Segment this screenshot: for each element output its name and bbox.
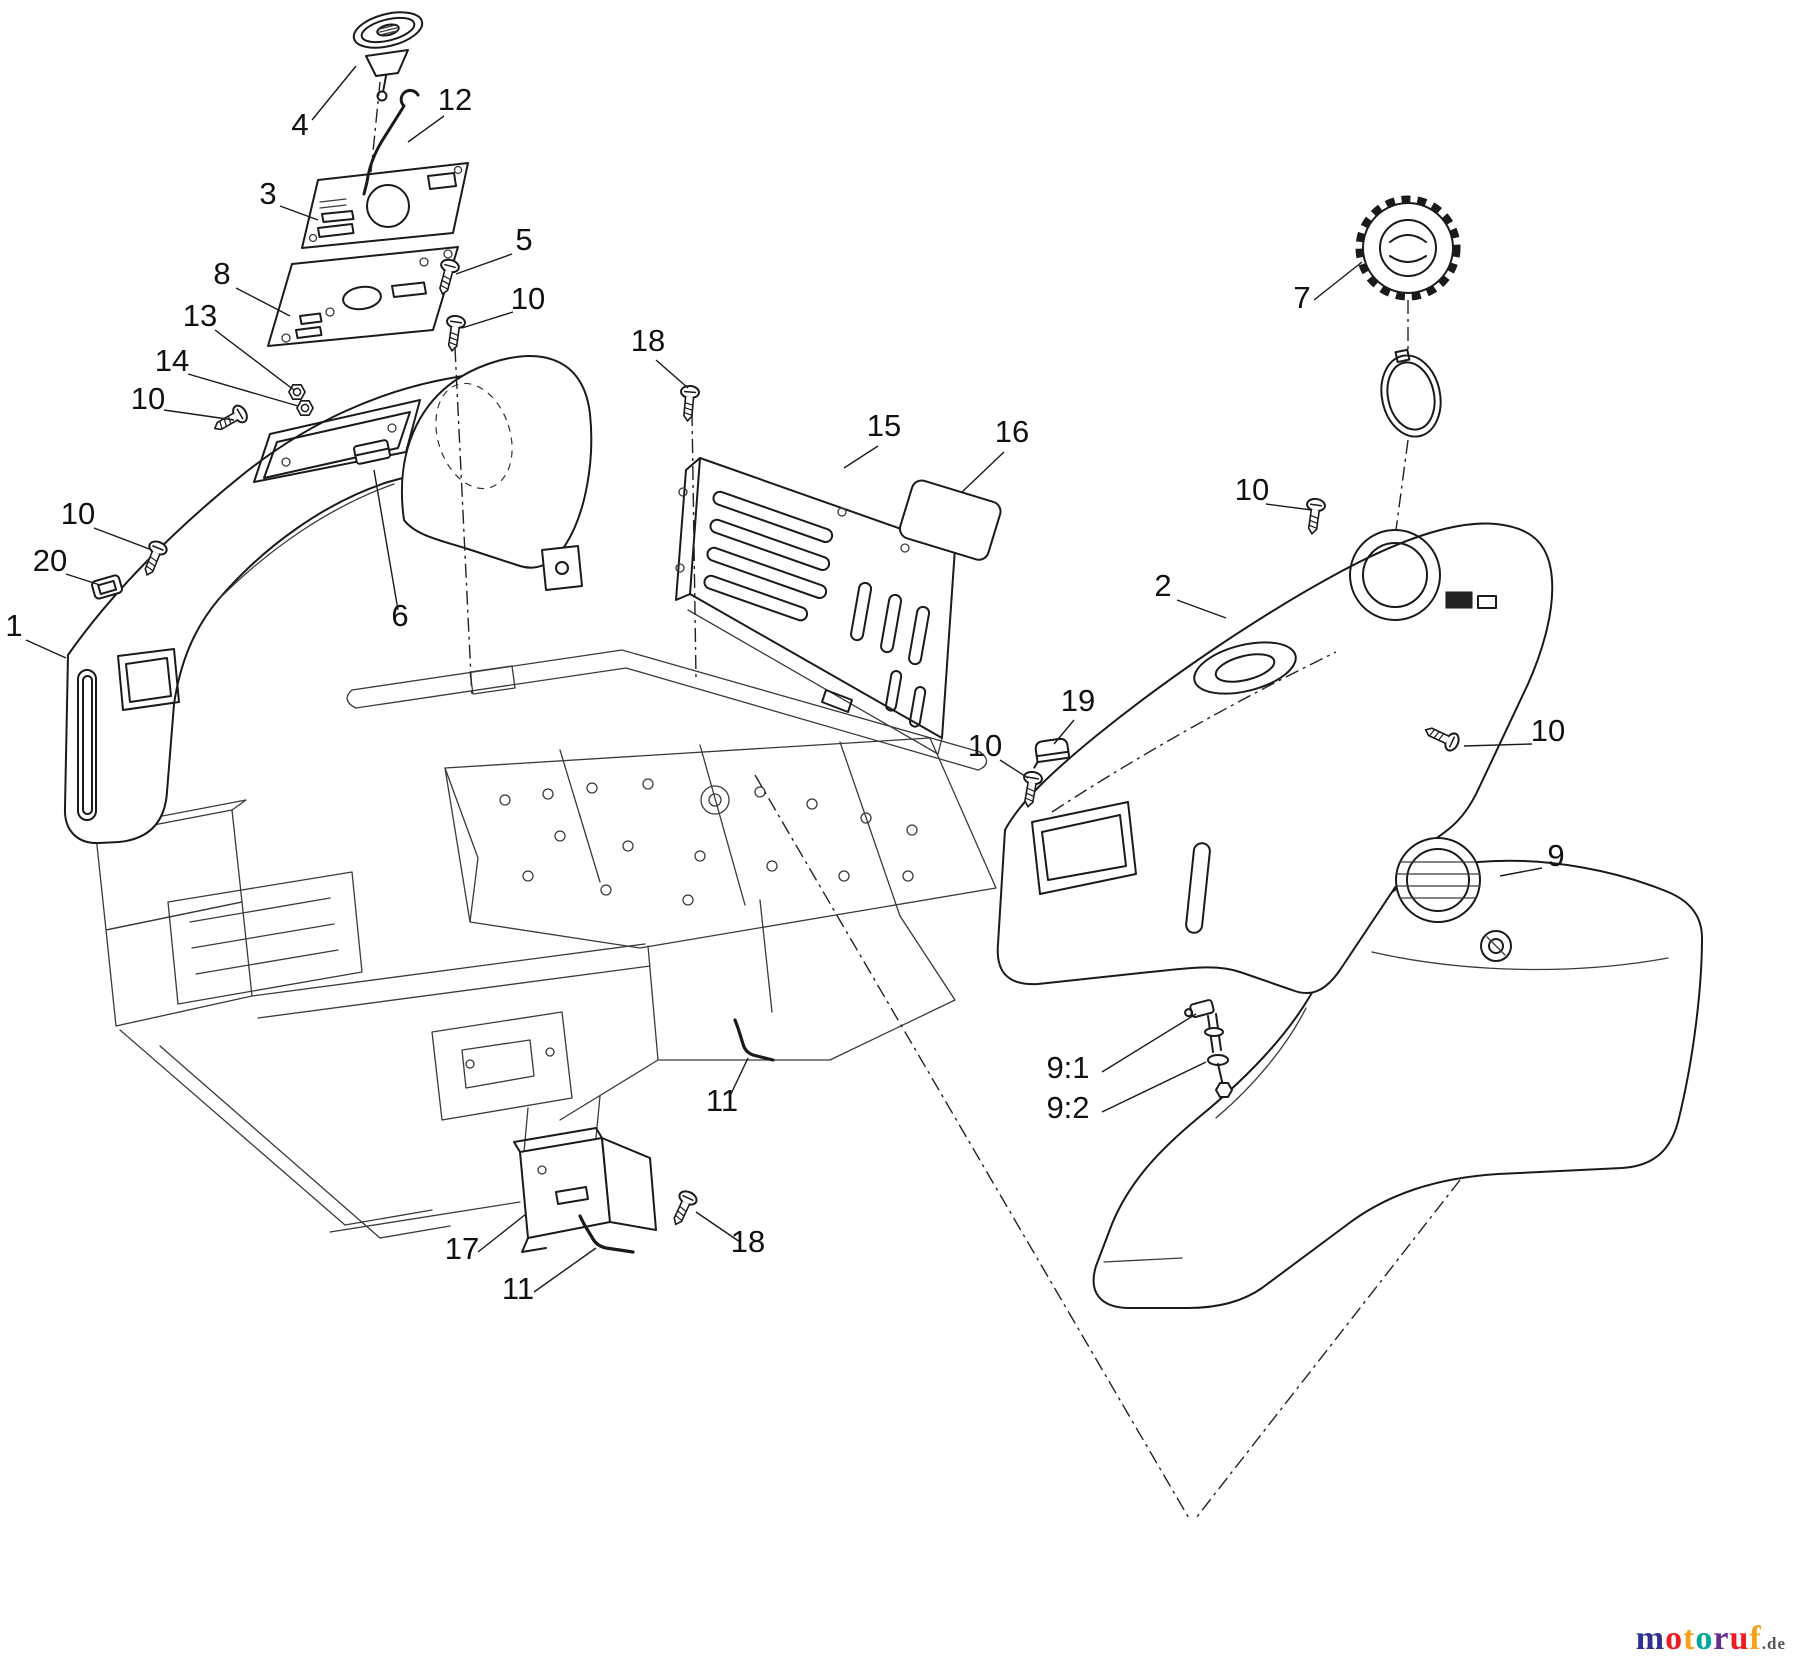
callout-3: 3 <box>259 176 276 211</box>
nut-part14 <box>296 399 314 417</box>
callout-12: 12 <box>438 82 472 117</box>
screw-part18-top <box>677 384 701 423</box>
hood-cover <box>400 355 593 591</box>
callout-10-b: 10 <box>511 281 545 316</box>
latch-part6 <box>353 439 391 465</box>
dipstick-part4 <box>352 11 424 102</box>
callout-10-d: 10 <box>61 496 95 531</box>
screw-part10-tank-top <box>1302 496 1327 536</box>
fuel-tank-part2 <box>996 522 1554 995</box>
callout-18-a: 18 <box>631 323 665 358</box>
fuel-cap-part7 <box>1355 195 1461 301</box>
callout-4: 4 <box>291 107 308 142</box>
callout-7: 7 <box>1293 280 1310 315</box>
watermark-letter: o <box>1695 1620 1714 1657</box>
watermark-letter: r <box>1713 1620 1730 1657</box>
fuel-valve-parts-9-1-9-2 <box>1184 999 1233 1098</box>
chassis-frame <box>95 649 997 1239</box>
phantom-alignment-lines <box>370 81 1461 1521</box>
watermark-letter: t <box>1683 1620 1696 1657</box>
callout-labels: 4 12 3 5 8 13 14 10 10 18 15 16 7 10 2 1… <box>5 82 1565 1306</box>
callout-8: 8 <box>213 256 230 291</box>
watermark-suffix: .de <box>1761 1634 1786 1653</box>
decal-part16 <box>898 479 1002 561</box>
callout-13: 13 <box>183 298 217 333</box>
vent-panel-part15 <box>675 457 956 755</box>
callout-1: 1 <box>5 608 22 643</box>
callout-10-e: 10 <box>968 728 1002 763</box>
callout-2: 2 <box>1154 568 1171 603</box>
fuel-tank-part9 <box>1092 859 1703 1309</box>
callout-16: 16 <box>995 414 1029 449</box>
tank9-threaded-neck <box>1395 837 1481 923</box>
callout-9-2: 9:2 <box>1046 1090 1089 1125</box>
watermark-letter: u <box>1729 1620 1750 1657</box>
callout-6: 6 <box>391 598 408 633</box>
callout-18-b: 18 <box>731 1224 765 1259</box>
callout-9-1: 9:1 <box>1046 1050 1089 1085</box>
screw-part18-bottom <box>666 1187 700 1230</box>
guard-bracket-part17 <box>513 1127 657 1253</box>
callout-10-a: 10 <box>131 381 165 416</box>
rod-part11-upper <box>733 1018 775 1062</box>
mount-panel-part8 <box>267 246 459 347</box>
callout-20: 20 <box>33 543 67 578</box>
screw-part10-panel <box>442 313 467 353</box>
callout-5: 5 <box>515 222 532 257</box>
leader-lines <box>25 65 1543 1293</box>
callout-10-f: 10 <box>1531 713 1565 748</box>
watermark-logo: motoruf.de <box>1636 1620 1786 1658</box>
callout-11-a: 11 <box>706 1083 738 1118</box>
choke-rod-part12 <box>362 88 420 196</box>
callout-17: 17 <box>445 1231 479 1266</box>
callout-10-c: 10 <box>1235 472 1269 507</box>
callout-9: 9 <box>1547 838 1564 873</box>
callout-15: 15 <box>867 408 901 443</box>
rod-part11-lower <box>578 1214 635 1254</box>
clip-part20 <box>91 574 123 600</box>
nut-part13 <box>288 383 306 401</box>
fuel-cap-gasket <box>1380 348 1442 438</box>
watermark-letter: m <box>1635 1620 1666 1657</box>
watermark-letters: motoruf <box>1636 1620 1762 1657</box>
control-panel-part3 <box>301 162 469 249</box>
callout-19: 19 <box>1061 683 1095 718</box>
watermark-letter: f <box>1749 1620 1762 1657</box>
watermark-letter: o <box>1665 1620 1684 1657</box>
callout-14: 14 <box>155 343 189 378</box>
callout-11-b: 11 <box>502 1271 534 1306</box>
